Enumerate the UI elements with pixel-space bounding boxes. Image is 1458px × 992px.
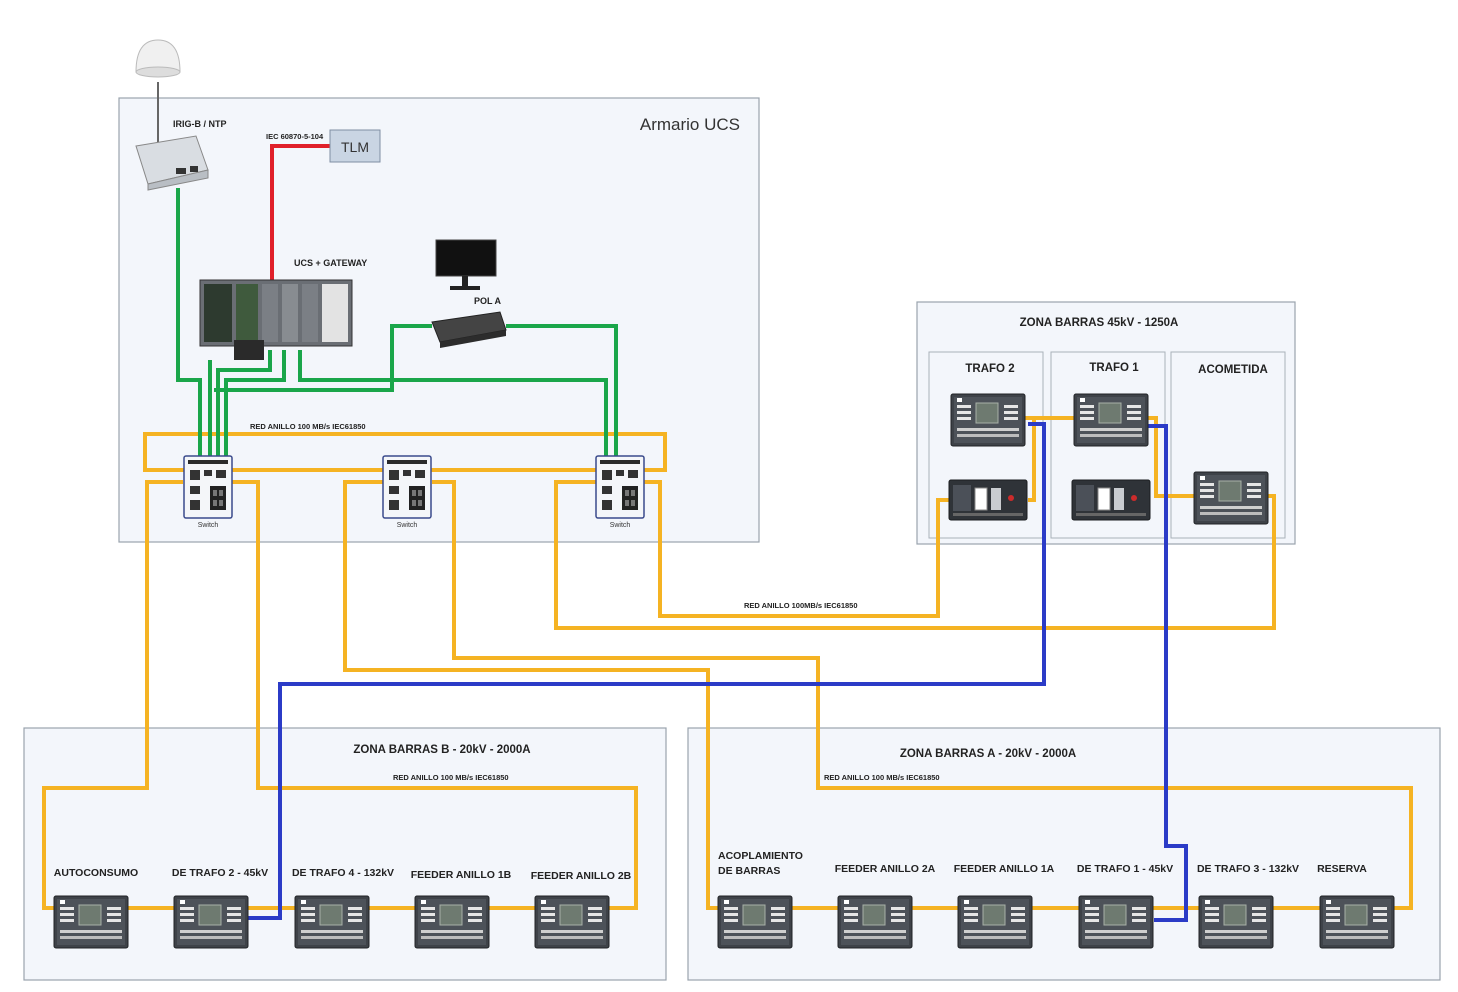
bay-trafo1-label: TRAFO 1 — [1089, 362, 1139, 374]
trafo-link-lines — [248, 422, 1188, 922]
zona-b-ring-label: RED ANILLO 100 MB/s IEC61850 — [393, 773, 509, 782]
relay-de-trafo1 — [1078, 895, 1154, 949]
mid-ring-label: RED ANILLO 100MB/s IEC61850 — [744, 601, 858, 610]
feeder-acoplamiento-label: ACOPLAMIENTO — [718, 850, 803, 862]
feeder-de-trafo1-label: DE TRAFO 1 - 45kV — [1077, 863, 1173, 875]
relay-trafo2-bottom — [948, 479, 1028, 521]
relay-de-trafo2 — [173, 895, 249, 949]
zona-a-ring-label: RED ANILLO 100 MB/s IEC61850 — [824, 773, 940, 782]
relay-autoconsumo — [53, 895, 129, 949]
ethernet-lines — [176, 188, 618, 456]
relay-feeder-2b — [534, 895, 610, 949]
feeder-acoplamiento-label-2: DE BARRAS — [718, 865, 780, 877]
relay-acoplamiento — [717, 895, 793, 949]
bay-acometida-label: ACOMETIDA — [1198, 364, 1268, 376]
feeder-1a-label: FEEDER ANILLO 1A — [954, 863, 1055, 875]
feeder-de-trafo3-label: DE TRAFO 3 - 132kV — [1197, 863, 1299, 875]
feeder-1b-label: FEEDER ANILLO 1B — [411, 869, 512, 881]
feeder-2b-label: FEEDER ANILLO 2B — [531, 870, 632, 882]
feeder-de-trafo4-label: DE TRAFO 4 - 132kV — [292, 867, 394, 879]
switch-3-label: Switch — [610, 522, 631, 529]
pol-workstation-icon — [431, 239, 507, 348]
switch-2-icon — [382, 455, 432, 519]
iec104-line — [270, 144, 330, 280]
relay-de-trafo4 — [294, 895, 370, 949]
zona-b-title: ZONA BARRAS B - 20kV - 2000A — [353, 744, 530, 756]
relay-reserva — [1319, 895, 1395, 949]
switch-1-icon — [183, 455, 233, 519]
tlm-box — [329, 129, 381, 163]
relay-acometida — [1193, 471, 1269, 525]
feeder-de-trafo2-label: DE TRAFO 2 - 45kV — [172, 867, 268, 879]
feeder-reserva-label: RESERVA — [1317, 863, 1367, 875]
switch-1-label: Switch — [198, 522, 219, 529]
feeder-autoconsumo-label: AUTOCONSUMO — [54, 867, 138, 879]
tlm-label: TLM — [341, 139, 369, 155]
zona-45kv-title: ZONA BARRAS 45kV - 1250A — [1020, 317, 1179, 329]
iec104-label: IEC 60870-5-104 — [266, 132, 324, 141]
relay-trafo2-top — [950, 393, 1026, 447]
relay-de-trafo3 — [1198, 895, 1274, 949]
time-server-icon — [135, 135, 209, 191]
armario-ring-label: RED ANILLO 100 MB/s IEC61850 — [250, 422, 366, 431]
bay-trafo2-label: TRAFO 2 — [965, 363, 1014, 375]
relay-trafo1-bottom — [1071, 479, 1151, 521]
irig-label: IRIG-B / NTP — [173, 119, 227, 129]
zona-a-panel — [687, 727, 1441, 981]
feeder-2a-label: FEEDER ANILLO 2A — [835, 863, 936, 875]
relay-feeder-2a — [837, 895, 913, 949]
switch-2-label: Switch — [397, 522, 418, 529]
relay-feeder-1a — [957, 895, 1033, 949]
ucs-gateway-device-icon — [199, 279, 353, 360]
pol-label: POL A — [474, 296, 502, 306]
ucs-label: UCS + GATEWAY — [294, 258, 367, 268]
relay-trafo1-top — [1073, 393, 1149, 447]
zona-a-title: ZONA BARRAS A - 20kV - 2000A — [900, 748, 1076, 760]
relay-feeder-1b — [414, 895, 490, 949]
armario-title: Armario UCS — [640, 115, 740, 134]
switch-3-icon — [595, 455, 645, 519]
